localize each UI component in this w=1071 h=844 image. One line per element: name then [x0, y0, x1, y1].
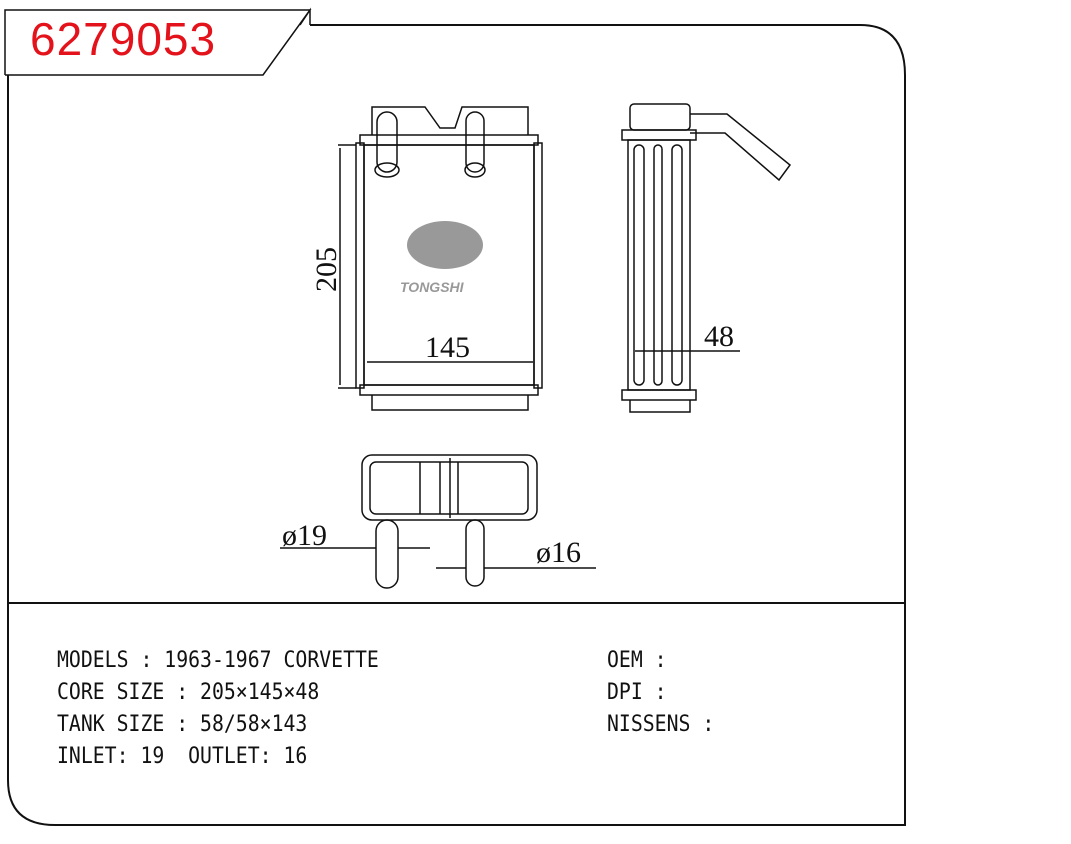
logo: TONGSHI — [400, 221, 483, 295]
spec-dpi: DPI : — [607, 680, 667, 705]
svg-text:TONGSHI: TONGSHI — [400, 279, 465, 295]
top-view — [280, 454, 596, 589]
dim-48: 48 — [704, 320, 734, 353]
spec-core-size: CORE SIZE : 205×145×48 — [57, 680, 320, 705]
dim-145: 145 — [425, 331, 470, 364]
spec-models: MODELS : 1963-1967 CORVETTE — [57, 648, 379, 673]
dim-inlet: ø19 — [282, 519, 327, 552]
spec-nissens: NISSENS : — [607, 712, 715, 737]
dim-outlet: ø16 — [536, 536, 581, 569]
front-view — [338, 106, 543, 411]
part-number: 6279053 — [30, 13, 217, 65]
spec-oem: OEM : — [607, 648, 667, 673]
spec-inlet-outlet: INLET: 19 OUTLET: 16 — [57, 744, 308, 769]
side-view — [621, 103, 792, 413]
frame — [7, 24, 906, 826]
title-box — [4, 7, 312, 76]
dim-205: 205 — [310, 247, 343, 292]
spec-tank-size: TANK SIZE : 58/58×143 — [57, 712, 308, 737]
